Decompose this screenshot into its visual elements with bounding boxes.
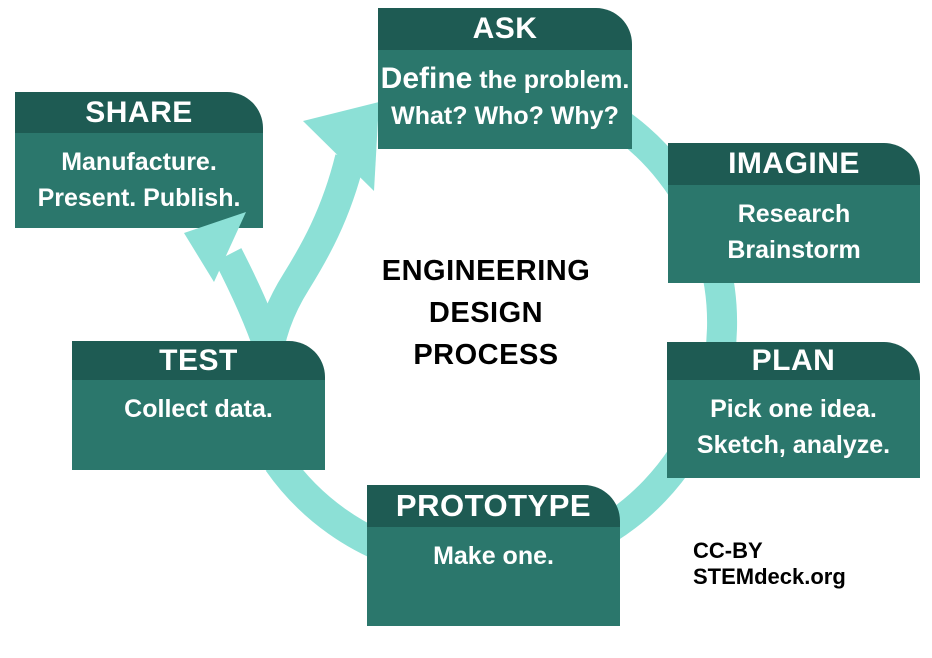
step-header-imagine: IMAGINE — [668, 143, 920, 185]
step-header-prototype: PROTOTYPE — [367, 485, 620, 527]
step-box-test: TEST Collect data. — [72, 341, 325, 470]
step-desc-imagine-line1: Research — [737, 200, 851, 228]
step-header-share: SHARE — [15, 92, 263, 133]
license-attribution: CC-BY STEMdeck.org — [693, 538, 846, 589]
step-desc-ask: Define the problem. What? Who? Why? — [378, 50, 632, 149]
step-desc-ask-emphasis: Define — [380, 62, 473, 95]
step-header-test: TEST — [72, 341, 325, 380]
step-box-prototype: PROTOTYPE Make one. — [367, 485, 620, 626]
arrowhead-to-ask-icon — [303, 102, 379, 191]
step-desc-plan-line2: Sketch, analyze. — [696, 431, 891, 459]
page-title-line1: ENGINEERING — [381, 255, 591, 287]
step-desc-imagine-line2: Brainstorm — [727, 236, 861, 264]
step-desc-imagine: Research Brainstorm — [668, 185, 920, 283]
step-header-ask: ASK — [378, 8, 632, 50]
step-desc-test: Collect data. — [72, 380, 325, 470]
step-header-plan: PLAN — [667, 342, 920, 380]
step-desc-prototype: Make one. — [367, 527, 620, 626]
page-title-line3: PROCESS — [413, 339, 559, 371]
step-desc-prototype-line1: Make one. — [433, 542, 554, 570]
step-desc-plan-line1: Pick one idea. — [710, 395, 877, 423]
step-desc-share: Manufacture. Present. Publish. — [15, 133, 263, 228]
step-box-ask: ASK Define the problem. What? Who? Why? — [378, 8, 632, 149]
step-desc-plan: Pick one idea. Sketch, analyze. — [667, 380, 920, 478]
step-desc-share-line1: Manufacture. — [61, 148, 217, 176]
step-box-plan: PLAN Pick one idea. Sketch, analyze. — [667, 342, 920, 478]
step-box-share: SHARE Manufacture. Present. Publish. — [15, 92, 263, 228]
step-box-imagine: IMAGINE Research Brainstorm — [668, 143, 920, 283]
page-title-line2: DESIGN — [428, 297, 544, 329]
step-desc-ask-line2: What? Who? Why? — [391, 102, 619, 130]
step-desc-test-line1: Collect data. — [124, 395, 273, 423]
step-desc-share-line2: Present. Publish. — [37, 184, 241, 212]
step-desc-ask-rest: the problem. — [472, 66, 630, 94]
step-desc-ask-line1: Define the problem. — [378, 61, 632, 98]
page-title: ENGINEERING DESIGN PROCESS — [336, 250, 636, 376]
